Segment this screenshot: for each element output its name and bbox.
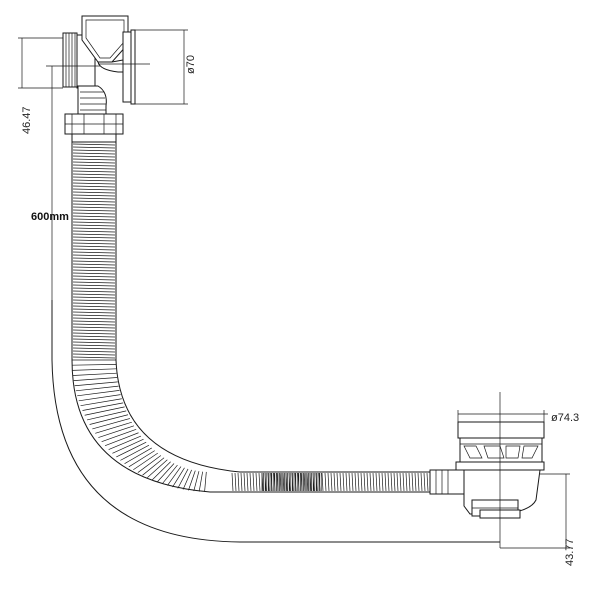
waste-outlet [429, 421, 545, 519]
dimension-diameter-top: ø70 [185, 55, 197, 74]
dimension-lines [18, 29, 570, 549]
overflow-head [62, 15, 136, 143]
dimension-diameter-waste: ø74.3 [551, 412, 579, 424]
flexible-hose [51, 142, 500, 543]
dimension-height-waste: 43.77 [564, 538, 576, 566]
dimension-length: 600mm [31, 211, 69, 223]
dimension-height-top: 46.47 [21, 106, 33, 134]
